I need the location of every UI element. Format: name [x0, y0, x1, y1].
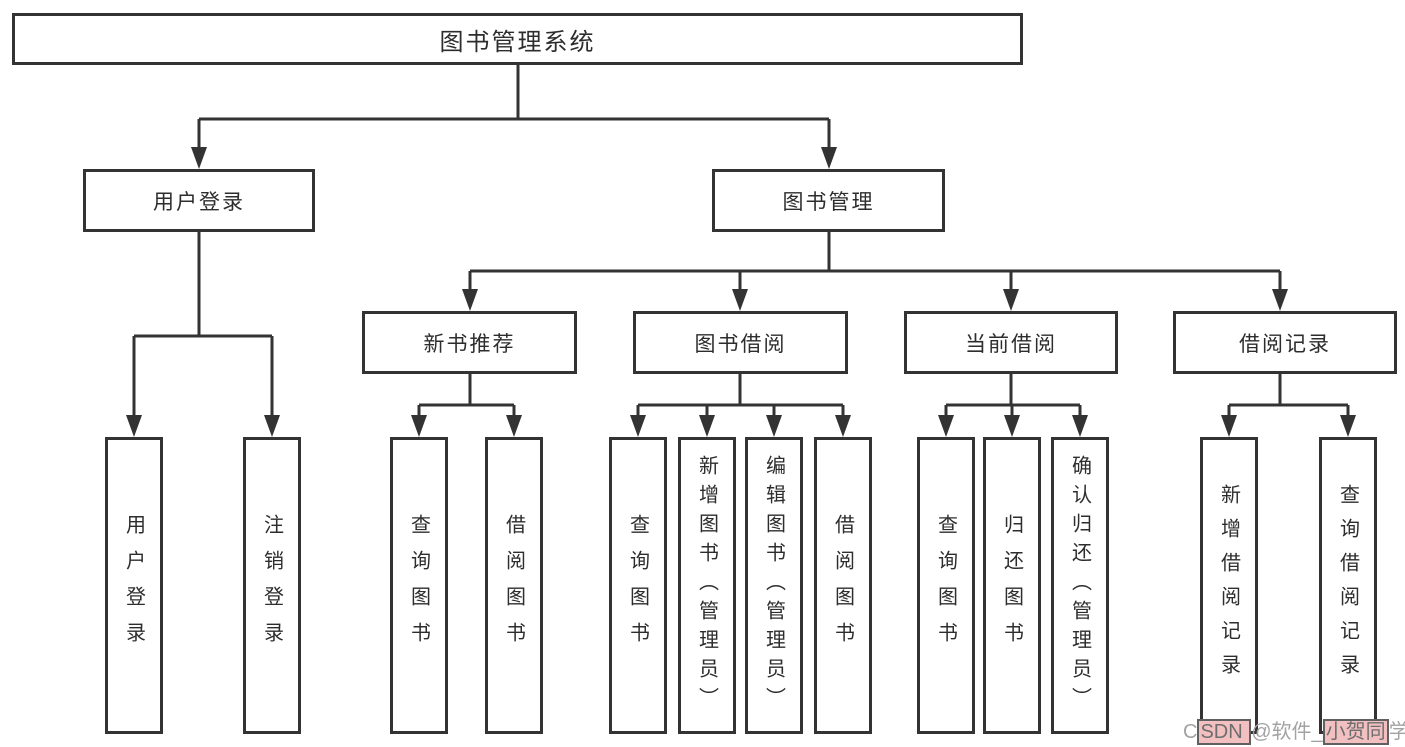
arrowhead	[699, 415, 715, 437]
arrowhead	[821, 147, 837, 169]
arrowhead	[126, 415, 142, 437]
watermark-segment: @软件_	[1251, 721, 1323, 743]
connector-root-to-level2	[191, 65, 837, 169]
arrowhead	[264, 415, 280, 437]
watermark-highlight: SDN	[1197, 719, 1252, 745]
leaf-logout-login: 注销登录	[243, 437, 301, 734]
arrowhead	[462, 289, 478, 311]
node-borrow-records: 借阅记录	[1173, 311, 1397, 374]
arrowhead	[1221, 415, 1237, 437]
leaf-records-query-borrow-record: 查询借阅记录	[1319, 437, 1377, 734]
leaf-borrow-query-book: 查询图书	[609, 437, 667, 734]
watermark-segment: C	[1183, 721, 1198, 743]
connector-book-borrow-children	[630, 374, 851, 437]
leaf-borrow-borrow-book: 借阅图书	[814, 437, 872, 734]
connector-new-book-recommend-children	[411, 374, 522, 437]
node-library-management-system: 图书管理系统	[12, 13, 1023, 65]
arrowhead	[191, 147, 207, 169]
leaf-recommend-query-book: 查询图书	[390, 437, 448, 734]
leaf-current-return-book: 归还图书	[983, 437, 1041, 734]
leaf-recommend-borrow-book: 借阅图书	[485, 437, 543, 734]
connector-current-borrow-children	[938, 374, 1088, 437]
node-book-borrow: 图书借阅	[633, 311, 848, 374]
arrowhead	[938, 415, 954, 437]
node-current-borrow: 当前借阅	[904, 311, 1118, 374]
arrowhead	[506, 415, 522, 437]
connector-book-management-children	[462, 232, 1288, 311]
leaf-current-confirm-return-admin: 确认归还（管理员）	[1051, 437, 1109, 734]
arrowhead	[732, 289, 748, 311]
leaf-borrow-edit-book-admin: 编辑图书（管理员）	[745, 437, 803, 734]
arrowhead	[1340, 415, 1356, 437]
node-new-book-recommend: 新书推荐	[362, 311, 577, 374]
arrowhead	[411, 415, 427, 437]
arrowhead	[1003, 289, 1019, 311]
watermark-segment: 学	[1388, 721, 1405, 743]
arrowhead	[630, 415, 646, 437]
arrowhead	[1272, 289, 1288, 311]
node-book-management: 图书管理	[712, 169, 945, 232]
arrowhead	[1004, 415, 1020, 437]
leaf-current-query-book: 查询图书	[917, 437, 975, 734]
node-user-login: 用户登录	[83, 169, 315, 232]
watermark-highlight: 小贺同	[1322, 719, 1389, 745]
arrowhead	[766, 415, 782, 437]
leaf-records-add-borrow-record: 新增借阅记录	[1200, 437, 1258, 734]
leaf-borrow-add-book-admin: 新增图书（管理员）	[678, 437, 736, 734]
arrowhead	[835, 415, 851, 437]
arrowhead	[1072, 415, 1088, 437]
leaf-user-login: 用户登录	[105, 437, 163, 734]
connector-borrow-records-children	[1221, 374, 1356, 437]
connector-user-login-children	[126, 232, 280, 437]
